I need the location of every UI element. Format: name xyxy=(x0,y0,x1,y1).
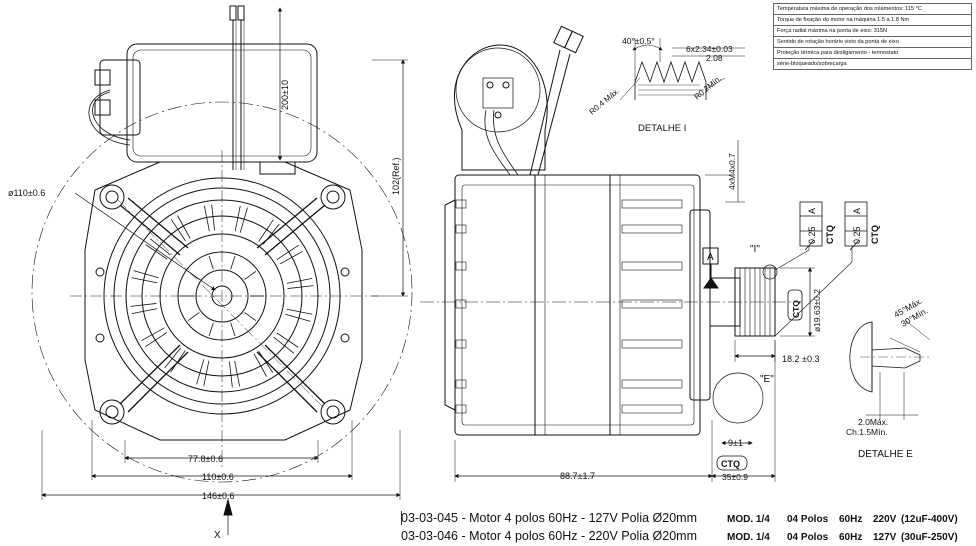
detail-i-ref: "I" xyxy=(750,244,760,255)
model-voltage: 127V xyxy=(873,532,897,543)
detail-i-drawing xyxy=(619,38,745,101)
tol-value-1: 0.25 xyxy=(807,226,817,244)
detail-e-chamfer-max: 2.0Máx. xyxy=(858,417,888,427)
detail-i-rmin: R0.2Mín. xyxy=(693,74,724,102)
front-view xyxy=(31,5,413,535)
model-voltage: 220V xyxy=(873,514,897,525)
tol-value-2: 0.25 xyxy=(852,226,862,244)
model-frequency: 60Hz xyxy=(839,532,863,543)
tol-datum-2: A xyxy=(852,208,862,214)
dim-length-88: 88.7±1.7 xyxy=(560,471,595,481)
tol-ctq-1: CTQ xyxy=(825,225,835,244)
spec-text: Sentido de rotação horário visto da pont… xyxy=(773,36,972,48)
model-description: 03-03-045 - Motor 4 polos 60Hz - 127V Po… xyxy=(401,511,697,525)
dim-height-102: 102(Ref.) xyxy=(391,157,401,195)
detail-i-depth: 2.08 xyxy=(706,53,723,63)
dim-lead-200: 200±10 xyxy=(280,80,290,110)
dim-width-77: 77.8±0.6 xyxy=(188,454,223,464)
model-row: 03-03-045 - Motor 4 polos 60Hz - 127V Po… xyxy=(401,510,973,528)
spec-row: Força radial máxima na ponta de eixo: 31… xyxy=(773,25,972,37)
spec-row: Temperatura máxima de operação dos rolam… xyxy=(773,3,972,15)
model-row: 03-03-046 - Motor 4 polos 60Hz - 220V Po… xyxy=(401,528,973,546)
detail-i-angle: 40°±0.5° xyxy=(622,36,655,46)
spec-table: Temperatura máxima de operação dos rolam… xyxy=(773,3,972,70)
detail-i-rmax: R0.4 Máx. xyxy=(588,86,622,116)
detail-e-drawing xyxy=(849,319,931,420)
dim-shaft-35: 35±0.9 xyxy=(722,472,748,482)
ctq-bottom: CTQ xyxy=(721,459,740,469)
spec-text: Proteção térmica para desligamento - ter… xyxy=(773,47,972,59)
datum-a: A xyxy=(707,252,714,263)
capacitor-side xyxy=(453,25,584,176)
spec-row: Torque de fixação do motor na máquina 1.… xyxy=(773,14,972,26)
spec-text: Torque de fixação do motor na máquina 1.… xyxy=(773,14,972,26)
dim-width-146: 146±0.6 xyxy=(202,491,234,501)
model-mod: MOD. 1/4 xyxy=(727,532,770,543)
spec-text: série-bloqueado/sobrecarga xyxy=(773,58,972,70)
dim-pulley-dia: ø19.63±0.2 xyxy=(812,289,822,332)
ctq-pulley: CTQ xyxy=(791,300,801,318)
mounting-holes xyxy=(95,184,350,425)
lead-wires xyxy=(229,5,245,170)
model-poles: 04 Polos xyxy=(787,514,829,525)
detail-i-title: DETALHE I xyxy=(638,123,686,134)
model-poles: 04 Polos xyxy=(787,532,829,543)
dim-diameter-110: ø110±0.6 xyxy=(8,188,45,198)
model-capacitor: (12uF-400V) xyxy=(901,514,958,525)
tol-ctq-2: CTQ xyxy=(870,225,880,244)
dim-pulley-len: 18.2 ±0.3 xyxy=(782,354,819,364)
detail-i-pitch: 6x2.34±0.03 xyxy=(686,44,733,54)
model-frequency: 60Hz xyxy=(839,514,863,525)
text-cursor xyxy=(401,511,402,525)
spec-row: Proteção térmica para desligamento - ter… xyxy=(773,47,972,59)
model-description: 03-03-046 - Motor 4 polos 60Hz - 220V Po… xyxy=(401,529,697,543)
detail-e-ref: "E" xyxy=(760,374,774,385)
spec-text: Força radial máxima na ponta de eixo: 31… xyxy=(773,25,972,37)
model-capacitor: (30uF-250V) xyxy=(901,532,958,543)
spec-row: série-bloqueado/sobrecarga xyxy=(773,58,972,70)
side-view xyxy=(420,25,868,482)
dim-small-9: 9±1 xyxy=(728,438,743,448)
axis-x-label: X xyxy=(214,530,221,541)
dim-width-110: 110±0.6 xyxy=(202,472,234,482)
spec-text: Temperatura máxima de operação dos rolam… xyxy=(773,3,972,15)
model-list: 03-03-045 - Motor 4 polos 60Hz - 127V Po… xyxy=(401,510,973,546)
dim-holes-m4: 4xM4x0.7 xyxy=(727,153,737,190)
detail-e-chamfer-min: Ch.1.5Mín. xyxy=(846,427,888,437)
model-mod: MOD. 1/4 xyxy=(727,514,770,525)
tol-datum-1: A xyxy=(807,208,817,214)
detail-e-title: DETALHE E xyxy=(858,449,913,460)
spec-row: Sentido de rotação horário visto da pont… xyxy=(773,36,972,48)
